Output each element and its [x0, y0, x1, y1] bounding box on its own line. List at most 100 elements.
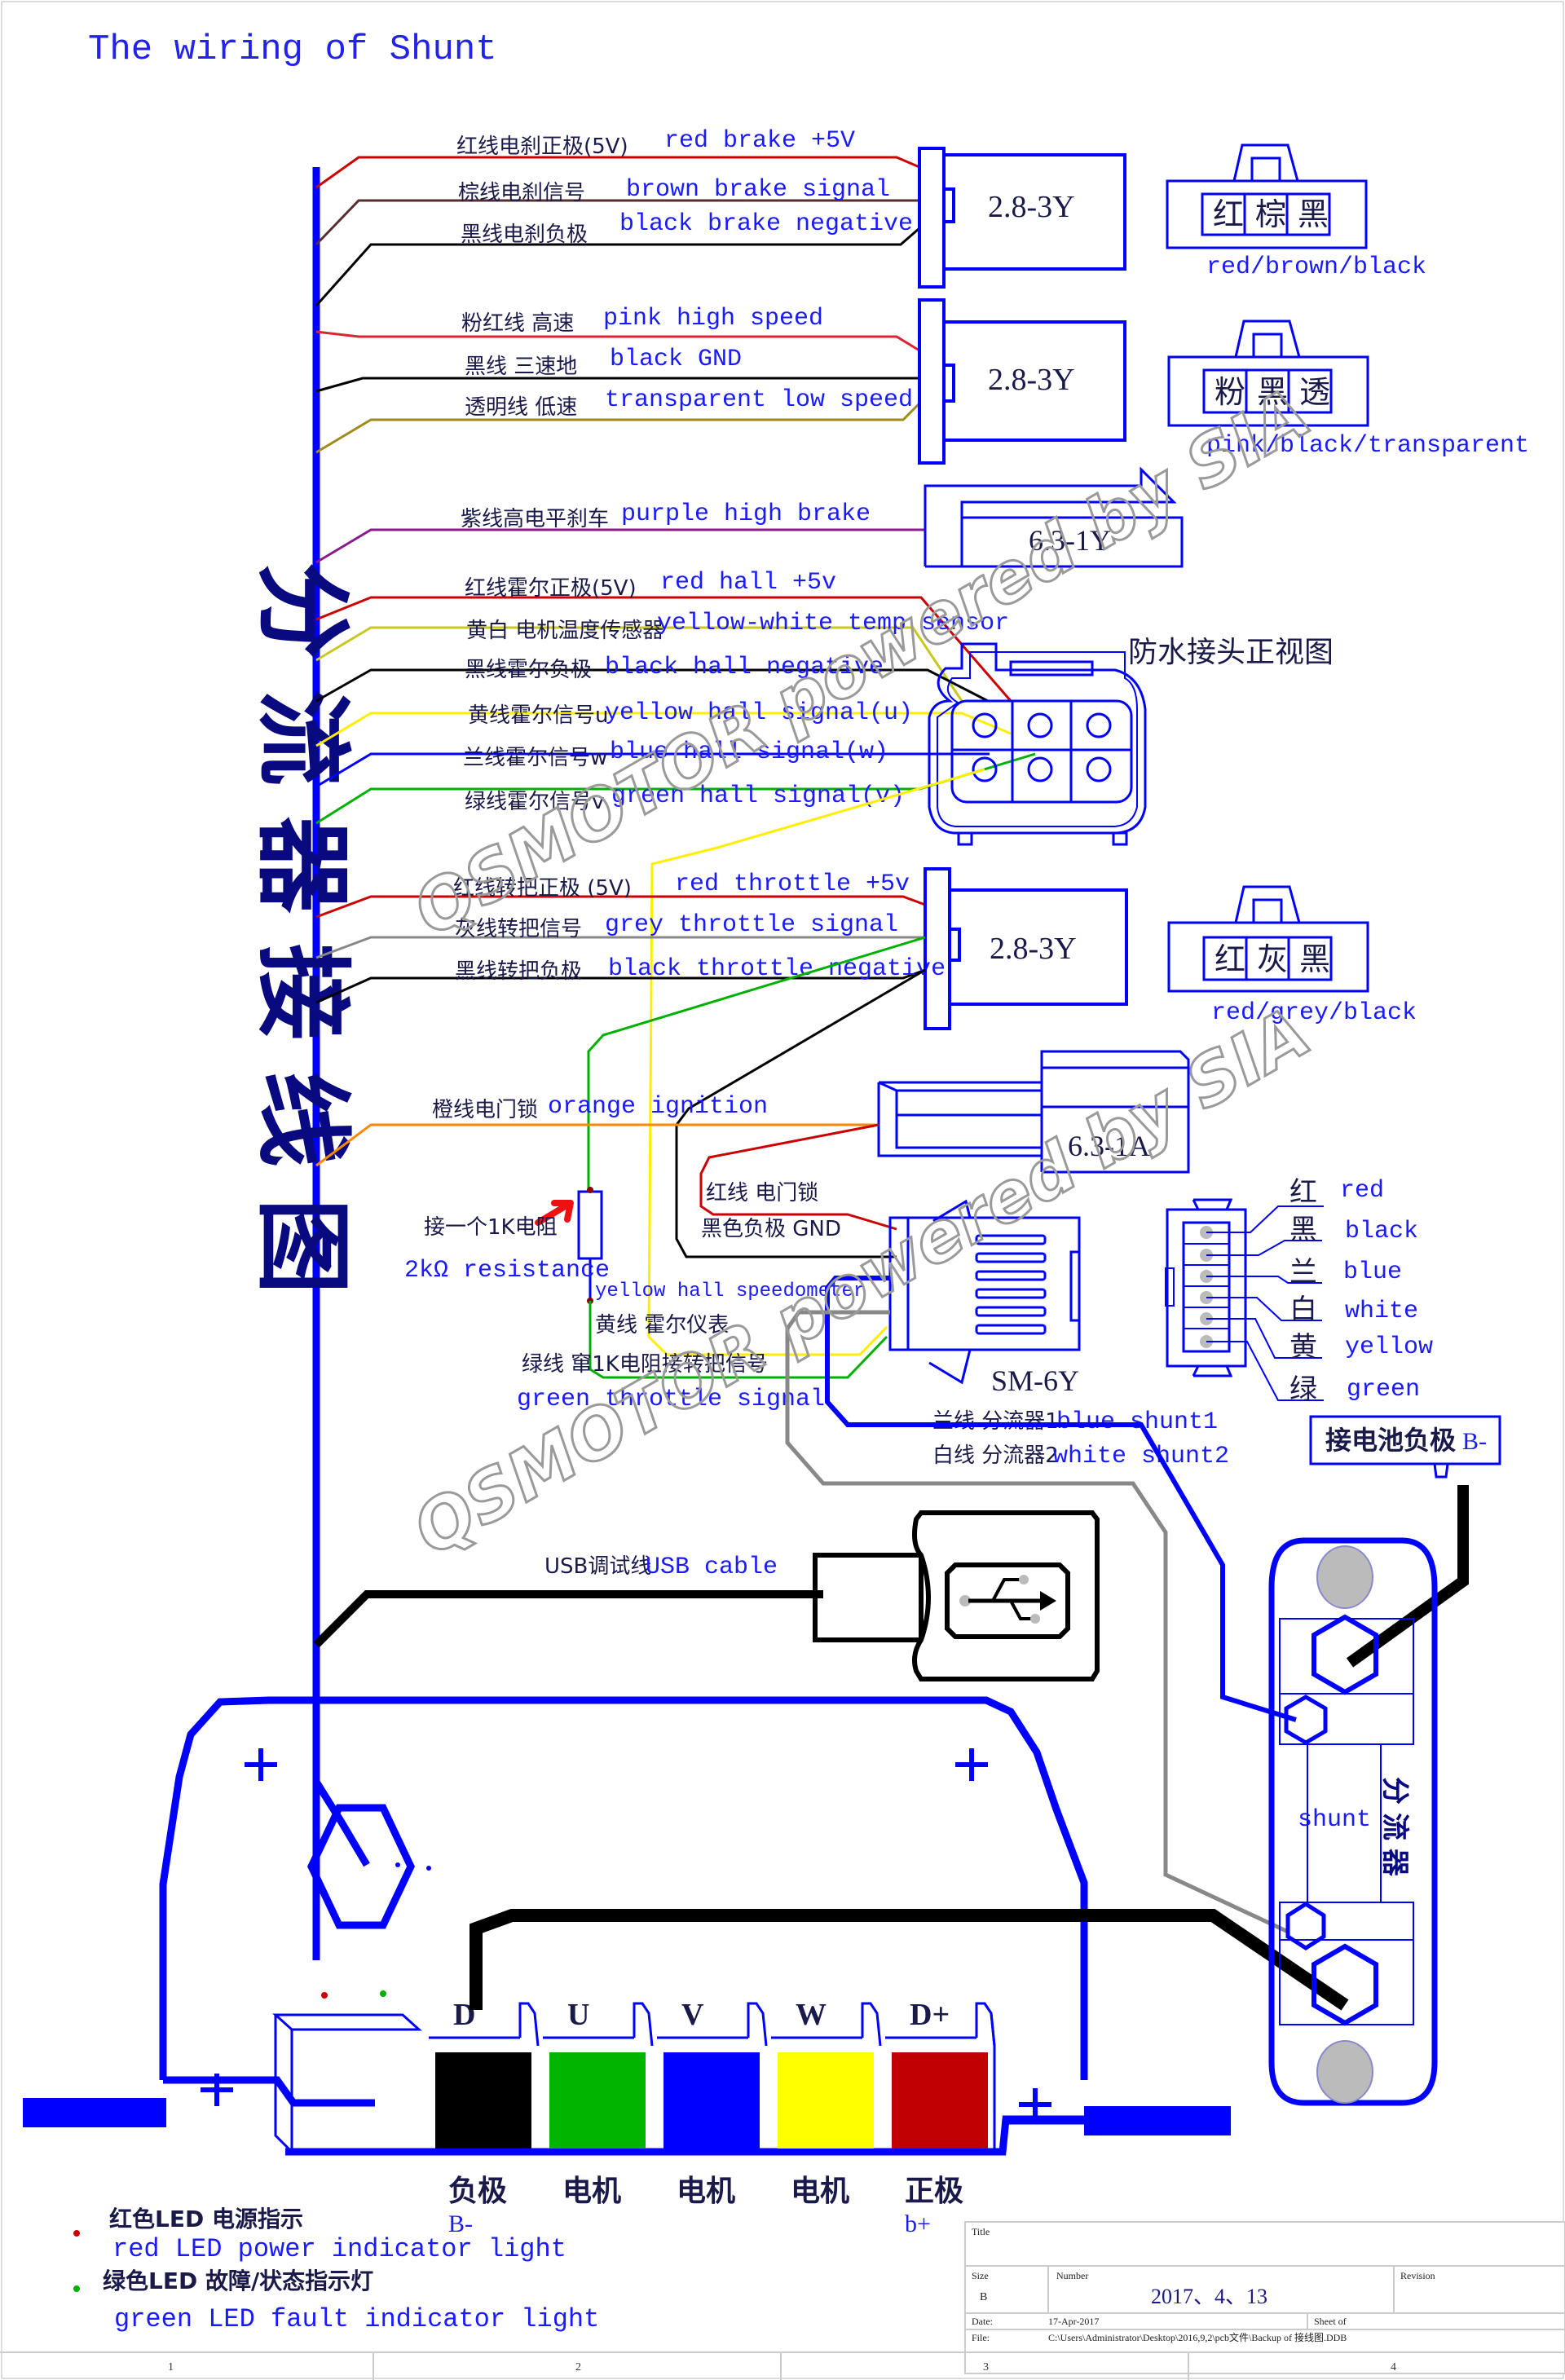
pin-char: 红 — [1215, 941, 1245, 977]
pin-en: green — [1347, 1376, 1420, 1404]
connector-body — [950, 888, 1128, 1006]
pin-cn: 黄 — [1289, 1331, 1317, 1364]
sm6y-pinout — [1165, 1198, 1324, 1401]
pin-char: 黑 — [1257, 374, 1288, 410]
high-brake-group: 紫线高电平刹车 purple high brake 6.3-1Y — [315, 466, 1184, 568]
label-en: pink high speed — [603, 305, 823, 333]
wire-battery-negative — [1346, 1485, 1469, 1668]
controller-body — [23, 1696, 1231, 2156]
usb-cable — [313, 1510, 1100, 1681]
connector-label: 6.3-1Y — [1029, 524, 1111, 557]
wire-black-brake — [315, 227, 920, 306]
label-en: red hall +5v — [660, 569, 836, 597]
legend-cn: 红色LED 电源指示 — [109, 2206, 303, 2232]
wire-red-ignition — [699, 1123, 897, 1231]
label-cn: 红线转把正极 (5V) — [453, 876, 632, 901]
connector-label: 6.3-1A — [1068, 1130, 1150, 1162]
sm6y-connector — [888, 1199, 1081, 1385]
pin-caption: red/grey/black — [1211, 999, 1417, 1027]
shunt-bolt-small — [1284, 1695, 1328, 1745]
connector-6.3-1a — [877, 1050, 1190, 1174]
connector-body — [944, 153, 1126, 271]
hex-bolt — [307, 1804, 415, 1929]
connector-latch — [942, 187, 955, 223]
pin-cn: 黑 — [1289, 1214, 1317, 1246]
label-cn: 黄线 霍尔仪表 — [595, 1313, 729, 1338]
connector-body — [944, 320, 1126, 442]
connector-label: 2.8-3Y — [988, 363, 1075, 397]
terminal-color-block — [435, 2052, 531, 2149]
label-cn: 黑线电刹负极 — [461, 223, 588, 247]
label-en: black brake negative — [619, 210, 913, 238]
label-en: yellow hall speedometer — [595, 1280, 865, 1302]
pin-char: 粉 — [1215, 374, 1245, 410]
terminal-cn-label: 负极 — [448, 2175, 507, 2208]
red-led-legend-dot — [73, 2230, 80, 2237]
label-cn: 黑线霍尔负极 — [465, 658, 592, 682]
pin-caption: pink/black/transparent — [1206, 432, 1529, 460]
shunt-body — [1268, 1537, 1438, 2106]
shunt-bolt-small — [1285, 1902, 1326, 1950]
wire-black-hall — [315, 668, 989, 703]
label-cn: 紫线高电平刹车 — [461, 507, 609, 531]
label-en: white shunt2 — [1053, 1443, 1229, 1470]
wire-yellow-hall — [315, 712, 1012, 747]
terminal-letter: V — [681, 1998, 704, 2032]
svg-text:分流器接线图: 分流器接线图 — [246, 562, 359, 1325]
label-cn: 棕线电刹信号 — [458, 181, 585, 205]
label-cn: 黑线 三速地 — [465, 355, 577, 379]
usb-icon — [959, 1575, 1056, 1624]
pin-diagram-throttle: 红 灰 黑 red/grey/black — [1167, 885, 1417, 1027]
tb-number-value: 2017、4、13 — [1151, 2285, 1267, 2308]
pin-char: 透 — [1299, 374, 1330, 410]
wire-white-shunt2 — [785, 1310, 1289, 1934]
terminal-cn-label: 电机 — [791, 2175, 849, 2208]
connector-label: 2.8-3Y — [990, 932, 1077, 966]
wire-yellow-white-temp — [315, 626, 963, 702]
tb-sheet-label: Sheet of — [1314, 2316, 1347, 2327]
shunt-label-cn-wrap: 分流器 — [1378, 1777, 1411, 1884]
label-en: red brake +5V — [664, 127, 855, 155]
label-cn: 绿线 窜1K电阻接转把信号 — [522, 1352, 768, 1377]
vertical-title: 分流器接线图 — [246, 562, 359, 1325]
resistor-group: 接一个1K电阻 2kΩ resistance — [404, 1187, 888, 1379]
resistor-1k — [577, 1190, 603, 1260]
terminal-color-block — [778, 2052, 874, 2149]
speed-group: 粉红线 高速 pink high speed 黑线 三速地 black GND … — [315, 298, 1529, 465]
tb-file-label: File: — [972, 2332, 990, 2343]
label-cn: 兰线霍尔信号w — [463, 746, 607, 770]
connector-pin-bar — [924, 867, 951, 1030]
label-en: black GND — [610, 346, 742, 373]
pin-en: white — [1345, 1298, 1418, 1325]
label-cn: 红线电刹正极(5V) — [456, 134, 628, 159]
red-arrow-icon — [535, 1200, 574, 1226]
wire-black-gnd — [315, 377, 919, 393]
label-cn: 粉红线 高速 — [461, 311, 574, 336]
wire-red-brake — [315, 156, 920, 189]
phase-terminal-dplus: D+正极b+ — [885, 1998, 996, 2237]
terminal-sub-label: b+ — [905, 2210, 931, 2237]
waterproof-connector-caption: 防水接头正视图 — [1128, 636, 1334, 669]
wire-green-throttle-to-resistor — [587, 936, 926, 1190]
phase-terminal-v: V 电机 — [657, 1998, 768, 2208]
connector-pin-bar — [918, 298, 946, 465]
label-en: orange ignition — [548, 1093, 768, 1121]
terminal-cn-label: 电机 — [677, 2175, 735, 2208]
green-led-legend-dot — [73, 2285, 80, 2292]
label-cn: 黄白 电机温度传感器 — [466, 619, 663, 643]
label-en: green throttle signal — [517, 1386, 825, 1413]
pin-en: blue — [1343, 1258, 1402, 1286]
pin-cn: 红 — [1289, 1176, 1317, 1209]
label-cn: 透明线 低速 — [465, 395, 577, 420]
wire-blue-hall — [315, 752, 990, 788]
wire-black-power — [470, 1909, 1349, 2011]
sm6y-pinout-labels: 红 red 黑 black 兰 blue 白 white 黄 yellow 绿 … — [1289, 1176, 1433, 1406]
wire-purple-brake — [315, 528, 925, 564]
terminal-color-block — [549, 2052, 646, 2149]
terminal-sub-label: B- — [448, 2210, 473, 2237]
label-en: blue hall signal(w) — [610, 738, 888, 766]
label-cn: 兰线 分流器1 — [932, 1409, 1059, 1434]
